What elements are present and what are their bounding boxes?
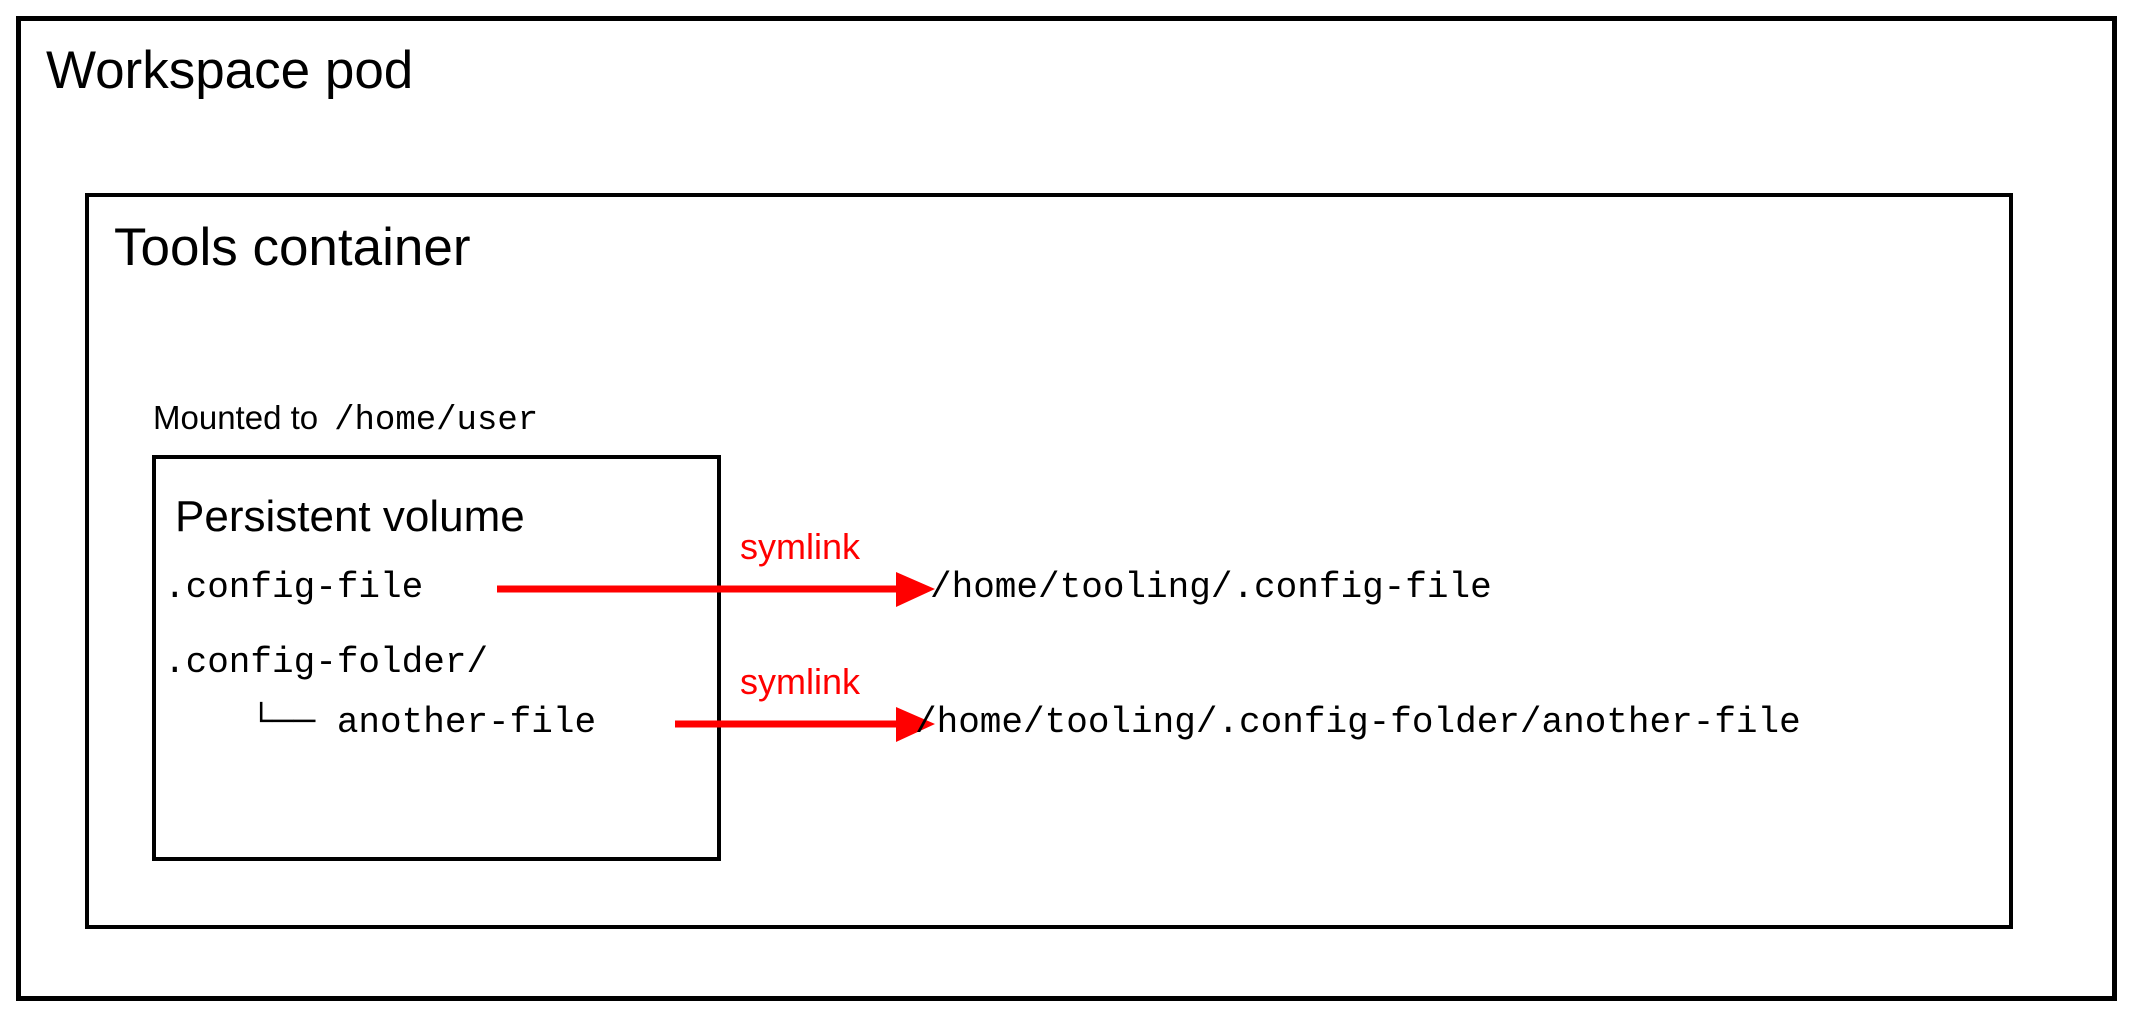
symlink-label-1: symlink bbox=[740, 526, 861, 567]
symlink-arrow-2-icon bbox=[675, 707, 935, 742]
symlink-arrow-1-icon bbox=[497, 572, 935, 607]
volume-entry-config-file: .config-file bbox=[164, 567, 424, 608]
symlink-target-another-file: /home/tooling/.config-folder/another-fil… bbox=[915, 702, 1801, 743]
persistent-volume-box bbox=[152, 455, 721, 861]
persistent-volume-title: Persistent volume bbox=[175, 492, 525, 541]
mount-annotation: Mounted to/home/user bbox=[153, 401, 538, 438]
mount-path-value: /home/user bbox=[334, 402, 539, 440]
mount-prefix-label: Mounted to bbox=[153, 399, 319, 436]
volume-entry-config-folder: .config-folder/ bbox=[164, 642, 489, 683]
tools-container-title: Tools container bbox=[114, 218, 471, 277]
symlink-label-2: symlink bbox=[740, 661, 861, 702]
volume-entry-another-file: └── another-file bbox=[164, 702, 597, 743]
symlink-target-config-file: /home/tooling/.config-file bbox=[930, 567, 1492, 608]
workspace-pod-title: Workspace pod bbox=[46, 41, 414, 100]
